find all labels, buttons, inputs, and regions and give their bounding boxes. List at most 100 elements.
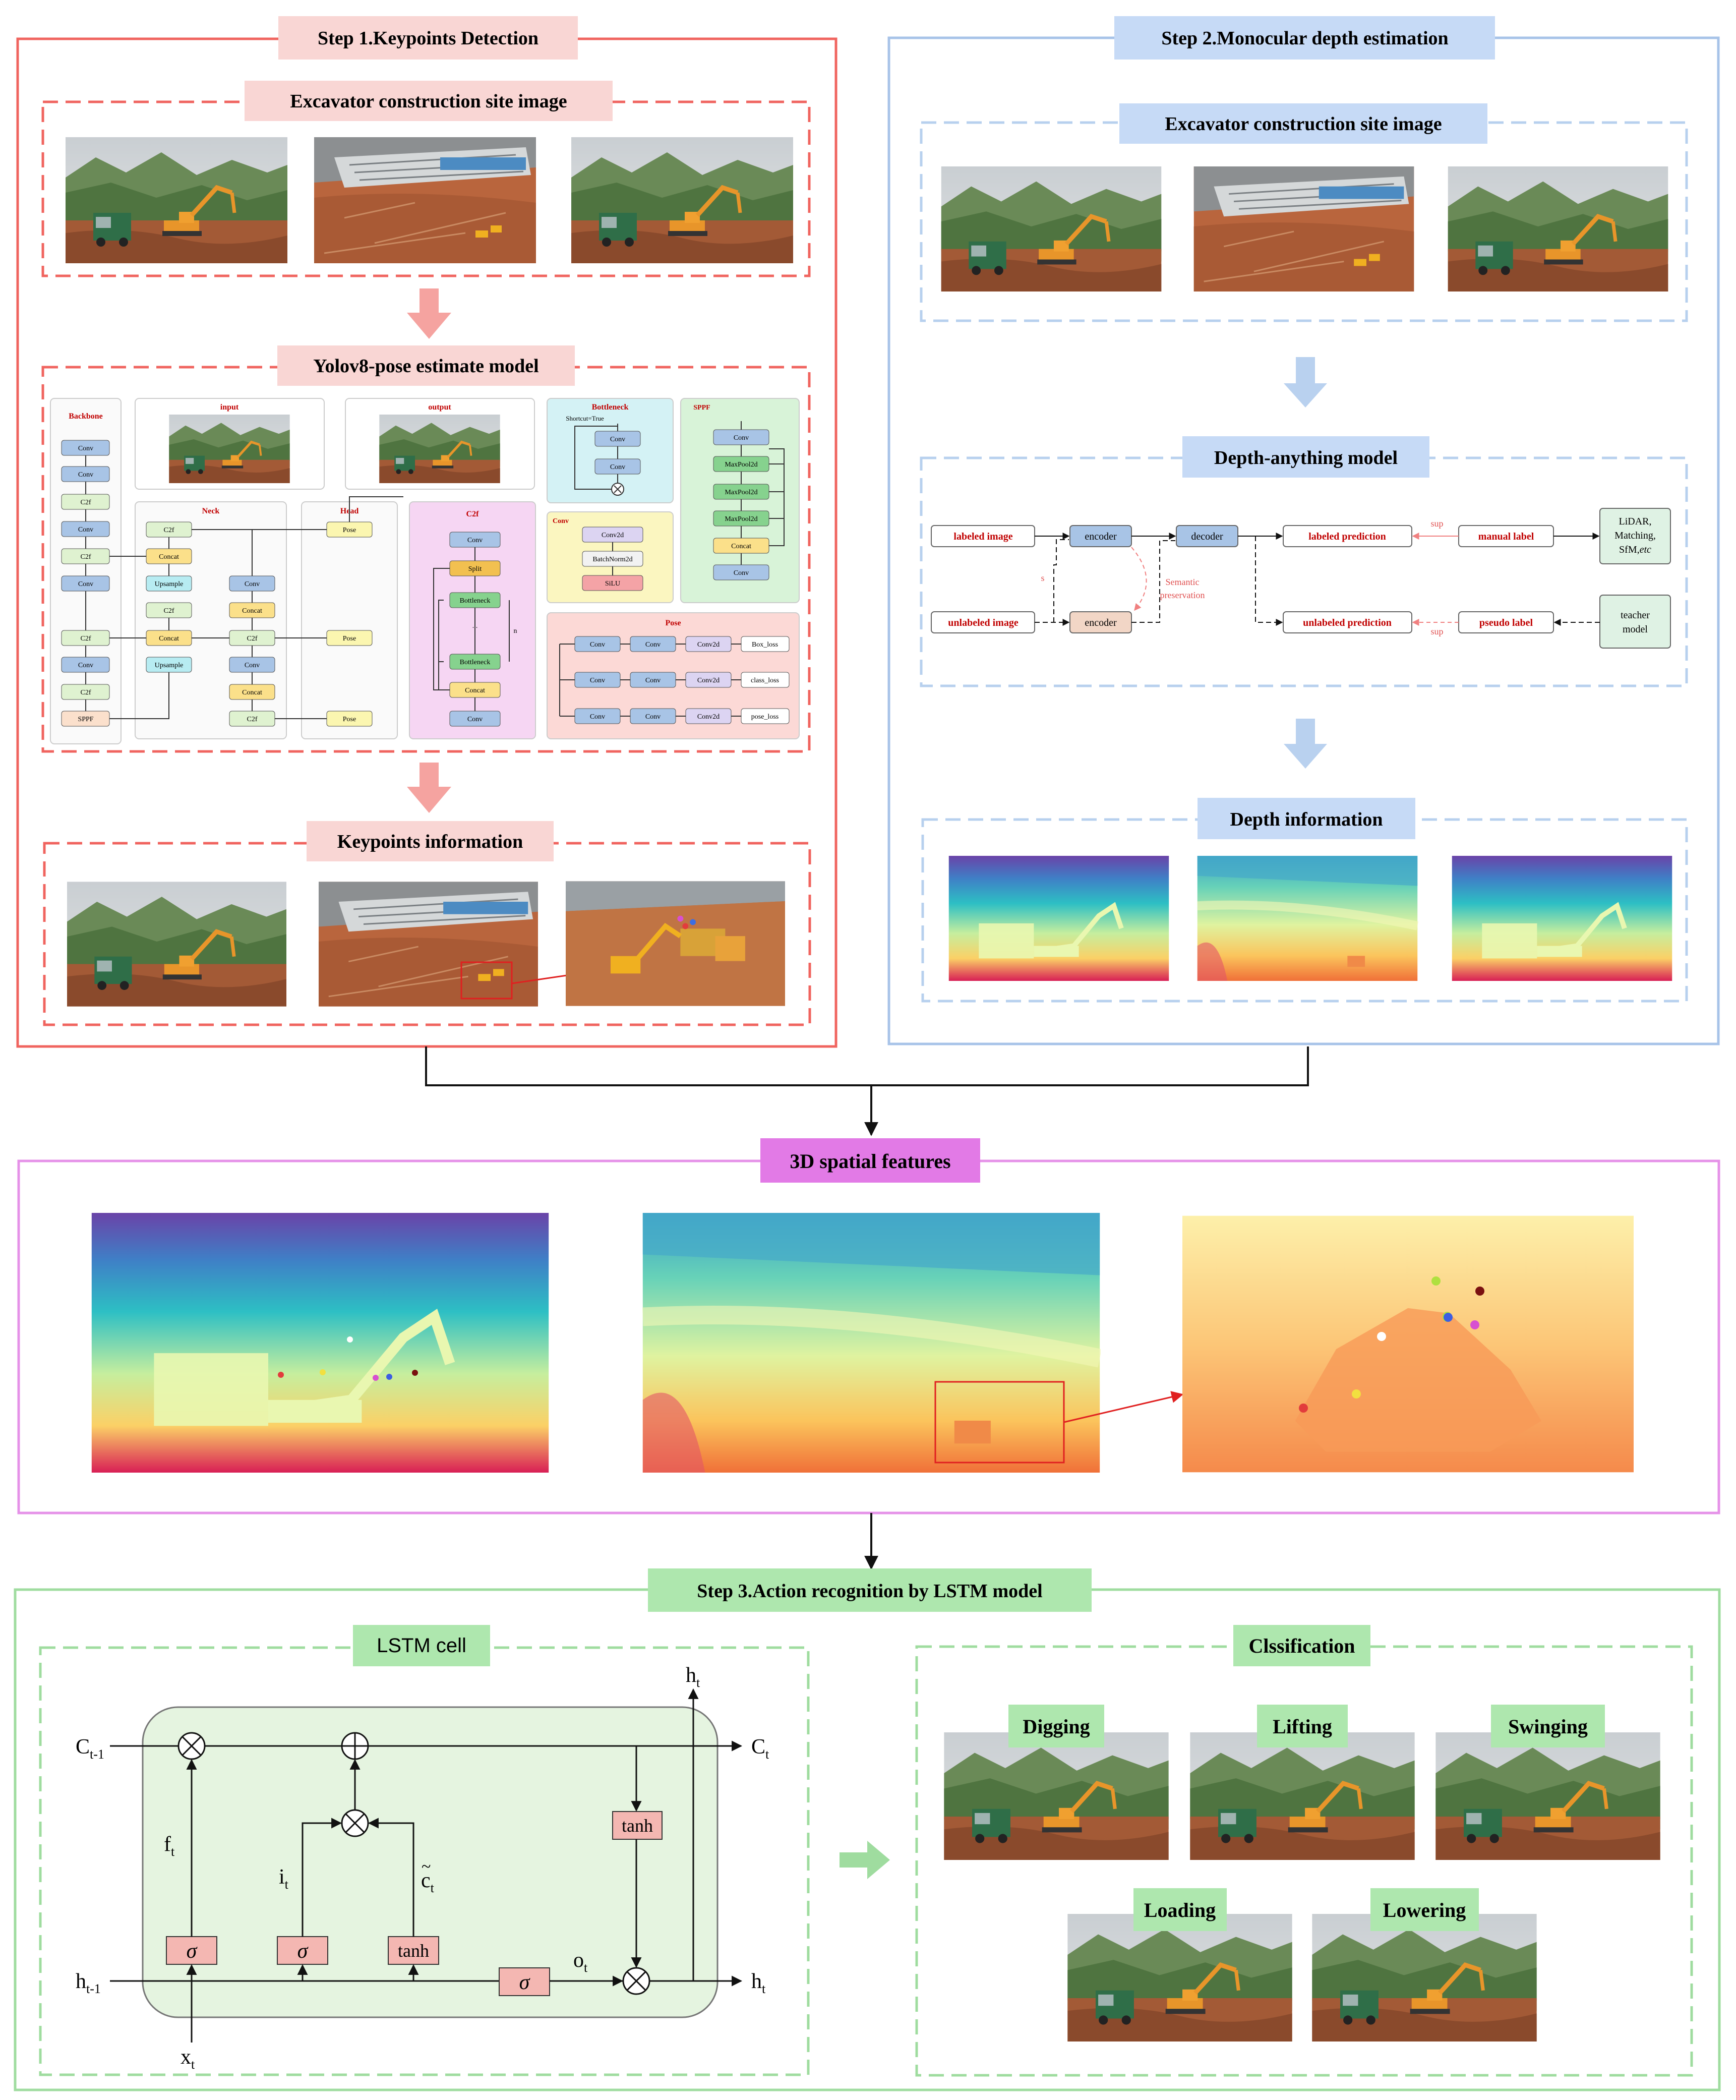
candidate-gate [388, 1936, 439, 1965]
bn-conv-1: Conv [610, 436, 625, 443]
site-photo-2 [314, 137, 536, 263]
label-c-tilde: ct [421, 1869, 435, 1895]
label-o-t: ot [573, 1949, 588, 1975]
label-c-prev: Ct-1 [76, 1735, 104, 1762]
yolo-architecture: Backbone Conv Conv C2f Conv C2f Conv C2f… [50, 398, 800, 744]
pose-r3-conv-1: Conv [590, 713, 605, 721]
label-h-prev: ht-1 [76, 1970, 101, 1996]
site-photo-1 [66, 137, 287, 263]
bb-conv-5: Conv [78, 662, 93, 669]
action-label-digging: Digging [1023, 1715, 1090, 1738]
step2-panel: Step 2.Monocular depth estimation Excava… [887, 16, 1720, 1045]
neck-c2f-2: C2f [164, 607, 174, 615]
bottleneck-detail-label: Bottleneck [592, 403, 629, 412]
sppf-conv-2: Conv [734, 569, 749, 577]
neck-concat-2: Concat [159, 635, 179, 643]
step2-depth-title: Depth information [1230, 809, 1383, 830]
step3-title: Step 3.Action recognition by LSTM model [697, 1581, 1042, 1602]
c2f-bottleneck-2: Bottleneck [460, 659, 491, 666]
pose-r1-conv-1: Conv [590, 641, 605, 649]
step2-depth-frame [921, 818, 1688, 1003]
step2-model-title: Depth-anything model [1214, 447, 1398, 469]
edge-encoder2-decoder [1131, 540, 1175, 623]
head-pose-3: Pose [343, 716, 356, 723]
depth-anything-diagram: labeled image unlabeled image encoder en… [931, 508, 1671, 649]
spatial-title: 3D spatial features [790, 1150, 950, 1173]
label-i-t: it [279, 1865, 289, 1892]
add-icon [341, 1732, 369, 1760]
output-gate [499, 1967, 550, 1996]
kp-photo-2 [319, 882, 538, 1007]
manual-label-label: manual label [1478, 531, 1534, 542]
semantic-label: Semantic [1166, 577, 1200, 587]
kp-zoom-box [460, 961, 513, 1000]
step1-site-frame [41, 100, 811, 277]
neck-concat-4: Concat [242, 689, 262, 696]
action-label-lifting: Lifting [1273, 1715, 1332, 1738]
class-title-box [1233, 1625, 1370, 1666]
label-h-t: ht [751, 1970, 766, 1996]
forget-gate-label: σ [187, 1940, 198, 1963]
sup-label-2: sup [1430, 626, 1443, 636]
c2f-concat: Concat [465, 687, 485, 694]
output-gate-label: σ [519, 1971, 531, 1994]
neck-upsample-2: Upsample [155, 662, 184, 669]
multiply-icon-output [622, 1967, 650, 1995]
step1-site-title-box [245, 81, 613, 121]
pose-box-loss: Box_loss [752, 641, 778, 649]
sup-label-1: sup [1430, 518, 1443, 529]
step1-model-frame [41, 366, 811, 753]
output-label: output [428, 403, 451, 412]
step1-site-title: Excavator construction site image [290, 91, 567, 112]
neck-concat-1: Concat [159, 553, 179, 561]
lstm-to-class-arrow [840, 1841, 890, 1879]
pose-class-loss: class_loss [751, 677, 779, 684]
lstm-title-box [353, 1625, 490, 1666]
bb-conv-2: Conv [78, 471, 93, 479]
labeled-prediction-label: labeled prediction [1308, 531, 1386, 542]
pose-pose-loss: pose_loss [751, 713, 779, 721]
unlabeled-prediction-label: unlabeled prediction [1303, 617, 1392, 628]
depth-map-3 [1452, 856, 1672, 981]
spatial-map-3 [1182, 1215, 1634, 1473]
pose-r2-conv2d: Conv2d [697, 677, 720, 684]
forget-gate [166, 1936, 217, 1965]
conv-silu: SiLU [605, 580, 620, 588]
c2f-detail-box [409, 501, 536, 739]
conv-batchnorm: BatchNorm2d [592, 556, 632, 563]
spatial-keypoints-1 [278, 1336, 418, 1381]
neck-c2f-1: C2f [164, 527, 174, 534]
lstm-title: LSTM cell [377, 1635, 466, 1657]
teacher-label: teacher [1621, 610, 1650, 621]
step1-arrow-1 [407, 288, 451, 339]
spatial-keypoints-3 [1299, 1276, 1484, 1413]
bn-conv-2: Conv [610, 463, 625, 471]
shortcut-label: Shortcut=True [566, 415, 604, 422]
neck-c2f-4: C2f [247, 716, 258, 723]
input-gate [277, 1936, 328, 1965]
sppf-maxpool-1: MaxPool2d [725, 461, 757, 469]
label-tilde-mark: ~ [422, 1857, 431, 1876]
class-title: Clssification [1248, 1635, 1355, 1657]
action-photo-swinging [1435, 1732, 1660, 1860]
edge-semantic-preservation [1131, 547, 1147, 611]
lstm-diagram: σ σ tanh σ tanh [76, 1664, 769, 2072]
unlabeled-prediction-node [1283, 611, 1412, 633]
s-label: s [1041, 573, 1044, 583]
pose-r3-conv-2: Conv [645, 713, 661, 721]
c2f-bottleneck-1: Bottleneck [460, 597, 491, 605]
lidar-label: LiDAR, [1619, 516, 1652, 527]
step1-model-title-box [277, 345, 575, 386]
bb-conv-4: Conv [78, 580, 93, 588]
edge-input-mult [302, 1818, 342, 1937]
step3-title-box [648, 1568, 1092, 1612]
step2-depth-title-box [1198, 798, 1415, 839]
sppf-maxpool-2: MaxPool2d [725, 489, 757, 496]
bb-sppf: SPPF [78, 716, 93, 723]
pose-rows: Conv Conv Conv2d Box_loss Conv Conv Conv… [559, 636, 790, 724]
sppf-conv-1: Conv [734, 434, 749, 442]
tanh-out-label: tanh [622, 1816, 653, 1836]
spatial-zoom-arrow [1063, 1391, 1184, 1423]
head-pose-1: Pose [343, 527, 356, 534]
step2-model-frame [920, 456, 1688, 687]
